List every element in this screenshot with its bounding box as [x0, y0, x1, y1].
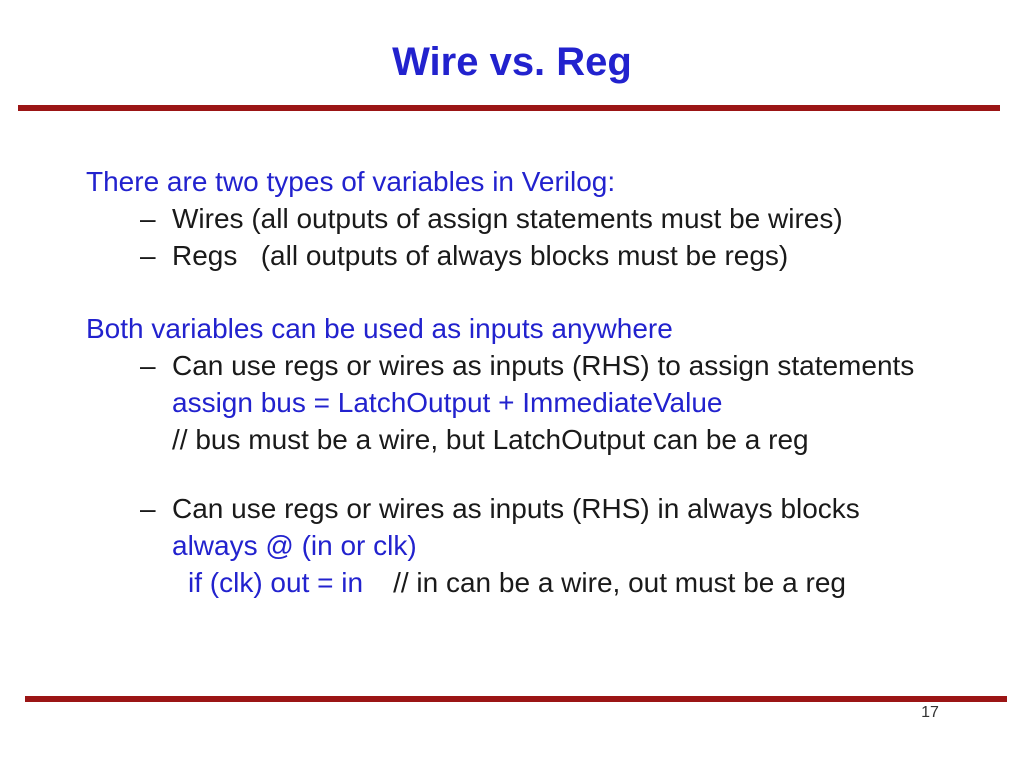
comment-in-wire: // in can be a wire, out must be a reg	[393, 567, 846, 598]
bullet-line-regs: –Regs (all outputs of always blocks must…	[140, 239, 788, 272]
bullet-text-wires: Wires (all outputs of assign statements …	[172, 203, 843, 234]
code-if-line: if (clk) out = in // in can be a wire, ou…	[188, 566, 846, 599]
comment-bus-wire: // bus must be a wire, but LatchOutput c…	[172, 424, 809, 455]
heading-two-types: There are two types of variables in Veri…	[86, 166, 616, 197]
dash-bullet-icon: –	[140, 493, 156, 524]
bullet-text-regs: Regs (all outputs of always blocks must …	[172, 240, 789, 271]
code-if-statement: if (clk) out = in	[188, 567, 364, 598]
bullet-line-rhs-assign: –Can use regs or wires as inputs (RHS) t…	[140, 349, 914, 382]
bottom-divider-rule	[25, 696, 1007, 702]
top-divider-rule	[18, 105, 1000, 111]
dash-bullet-icon: –	[140, 240, 156, 271]
dash-bullet-icon: –	[140, 203, 156, 234]
bullet-line-rhs-always: –Can use regs or wires as inputs (RHS) i…	[140, 492, 860, 525]
slide-title: Wire vs. Reg	[392, 40, 632, 84]
bullet-line-wires: –Wires (all outputs of assign statements…	[140, 202, 843, 235]
code-always-block: always @ (in or clk)	[172, 530, 417, 561]
code-assign-statement: assign bus = LatchOutput + ImmediateValu…	[172, 387, 723, 418]
bullet-text-rhs-always: Can use regs or wires as inputs (RHS) in…	[172, 493, 860, 524]
heading-both-variables: Both variables can be used as inputs any…	[86, 313, 673, 344]
dash-bullet-icon: –	[140, 350, 156, 381]
page-number: 17	[921, 704, 939, 721]
bullet-text-rhs-assign: Can use regs or wires as inputs (RHS) to…	[172, 350, 915, 381]
